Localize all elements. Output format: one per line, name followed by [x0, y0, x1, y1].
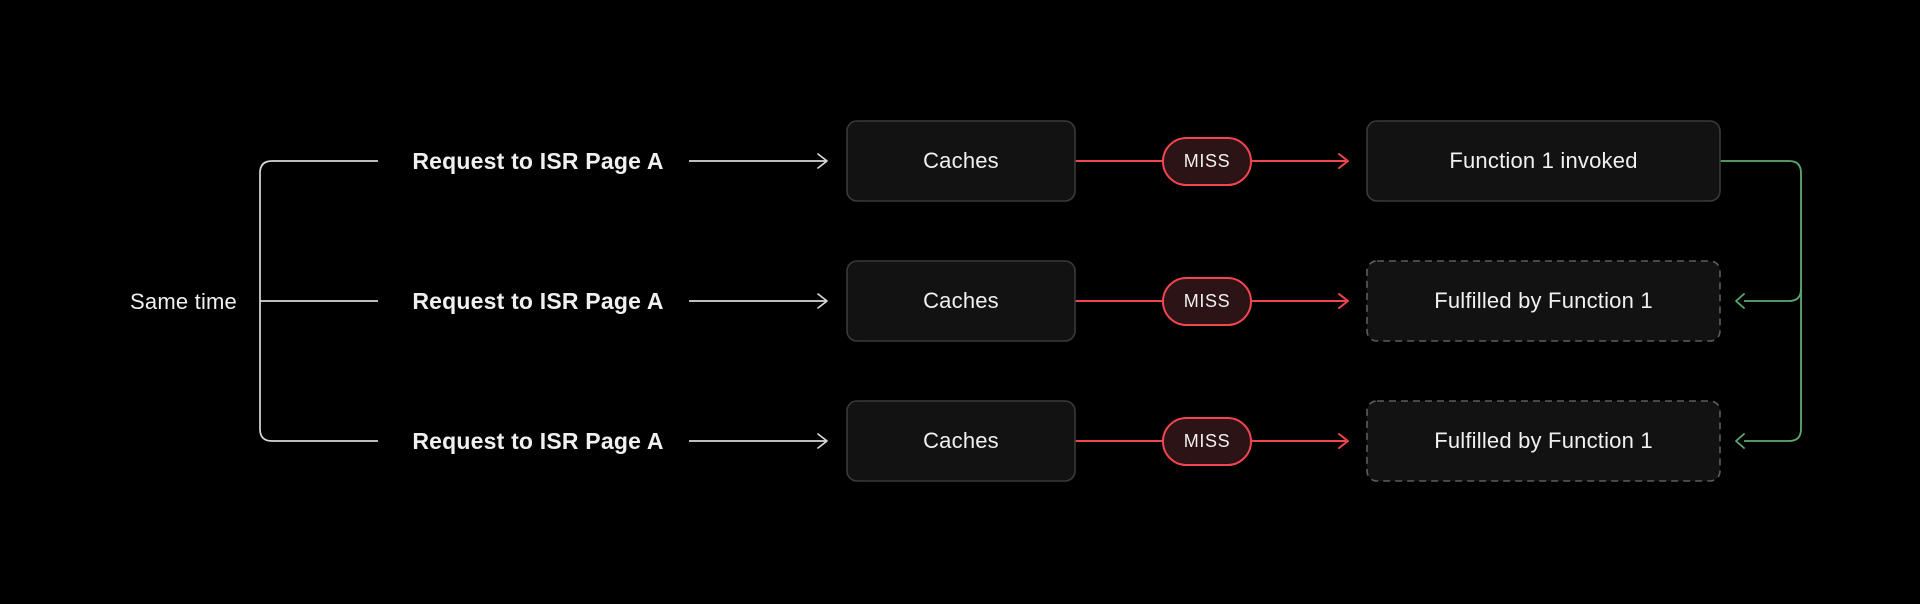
row3-caches-label: Caches [923, 428, 999, 453]
row2-miss-arrow [1075, 293, 1349, 309]
row1-miss-badge-label: MISS [1183, 151, 1231, 171]
row3-result-label: Fulfilled by Function 1 [1434, 428, 1653, 453]
row3-fulfilled-box-shape [1366, 400, 1721, 482]
row2-request-label: Request to ISR Page A [412, 287, 664, 314]
row2-caches-box-shape [846, 260, 1076, 342]
row1-function-invoked-box-shape [1366, 120, 1721, 202]
row3-miss-arrow [1075, 433, 1349, 449]
node-shapes [846, 120, 1721, 482]
row2-miss-badge-label: MISS [1183, 291, 1231, 311]
row2-request-arrow [689, 293, 828, 309]
row3-request-arrow [689, 433, 828, 449]
row1-miss-badge-shape [1162, 137, 1252, 186]
row1-result-label: Function 1 invoked [1449, 148, 1638, 173]
row3-miss-badge-shape [1162, 417, 1252, 466]
row1-request-arrow [689, 153, 828, 169]
row1-miss-arrow [1075, 153, 1349, 169]
row1-caches-label: Caches [923, 148, 999, 173]
row3-request-label: Request to ISR Page A [412, 427, 664, 454]
function-return-connector [1718, 160, 1802, 449]
row3-miss-badge-label: MISS [1183, 431, 1231, 451]
row2-result-label: Fulfilled by Function 1 [1434, 288, 1653, 313]
row2-caches-label: Caches [923, 288, 999, 313]
row2-fulfilled-box-shape [1366, 260, 1721, 342]
row3-caches-box-shape [846, 400, 1076, 482]
same-time-label: Same time [130, 289, 237, 314]
row1-request-label: Request to ISR Page A [412, 147, 664, 174]
row1-caches-box-shape [846, 120, 1076, 202]
row2-miss-badge-shape [1162, 277, 1252, 326]
same-time-bracket [259, 160, 378, 442]
